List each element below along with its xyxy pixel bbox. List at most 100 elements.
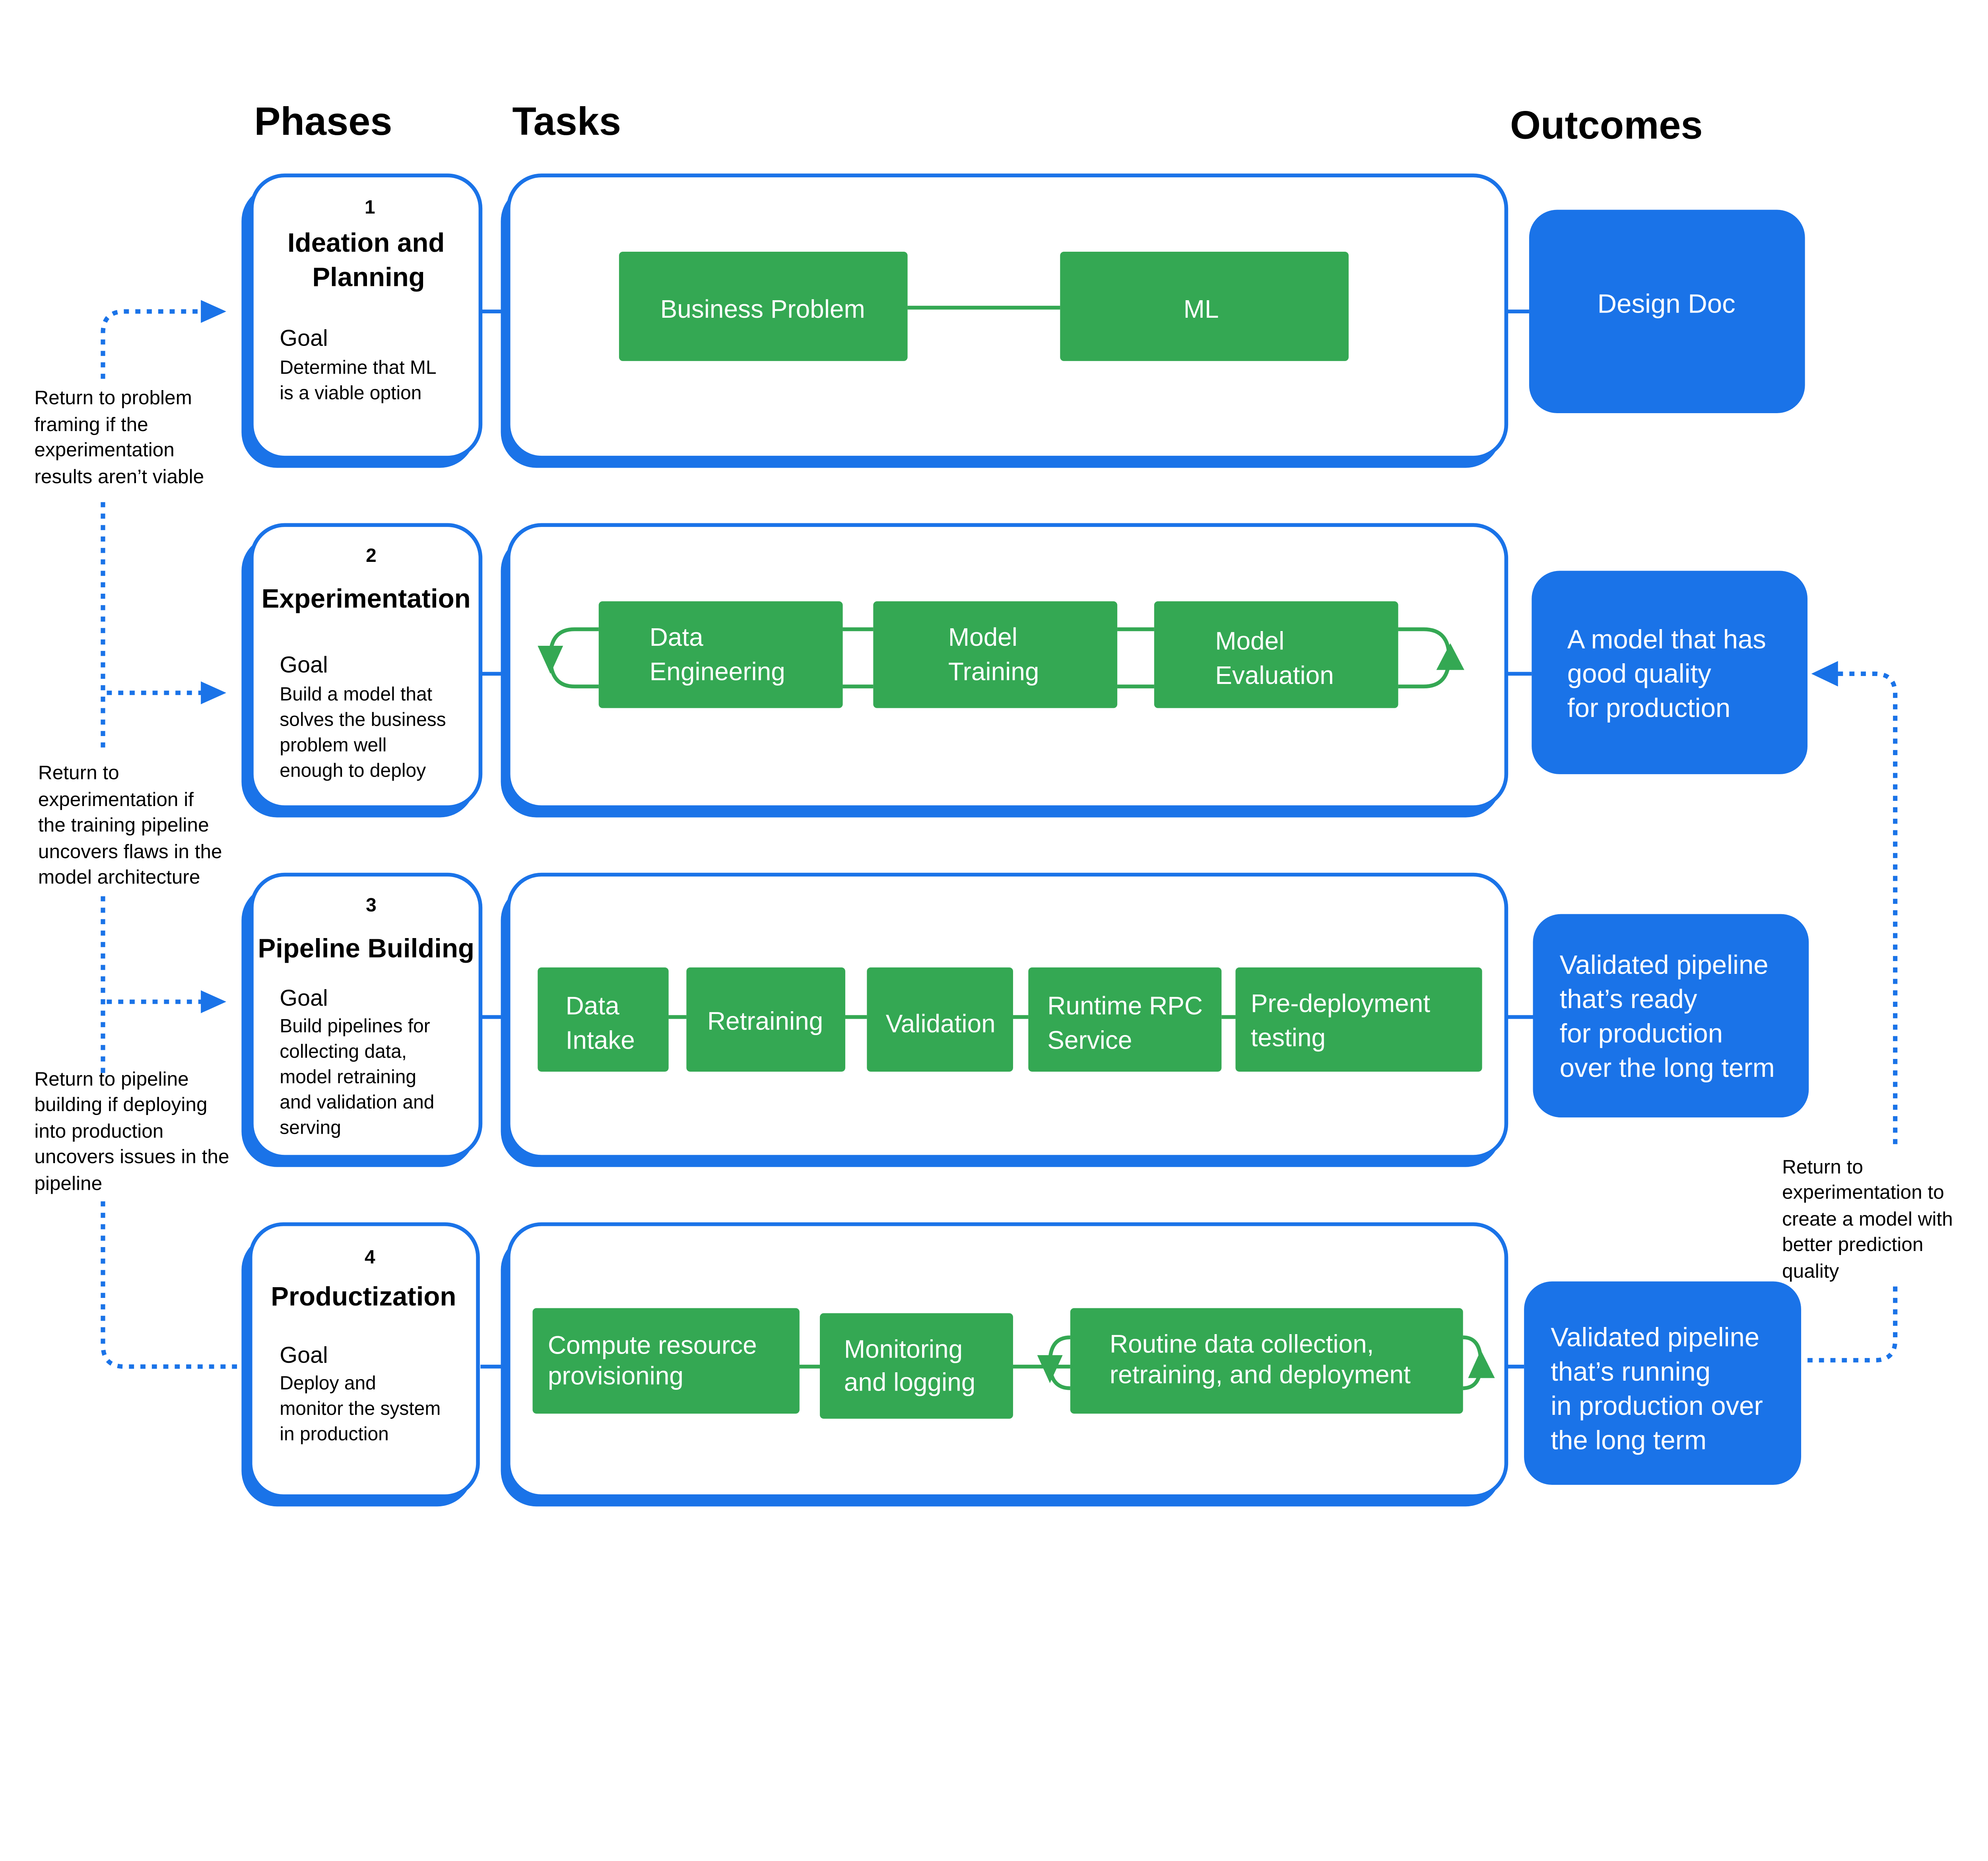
goal-text: Deploy and <box>280 1373 376 1394</box>
goal-text: model retraining <box>280 1066 416 1088</box>
task-label: Runtime RPC <box>1047 991 1203 1020</box>
note-line: Return to <box>1782 1156 1863 1178</box>
note-line: building if deploying <box>34 1093 207 1115</box>
task-box: Pre-deployment testing <box>1235 967 1482 1072</box>
task-label: ML <box>1184 295 1219 323</box>
outcome-text: the long term <box>1551 1425 1706 1455</box>
arrow-up-icon <box>1436 643 1464 670</box>
outcome-text: in production over <box>1551 1391 1763 1421</box>
goal-text: enough to deploy <box>280 760 426 781</box>
phases-header: Phases <box>254 99 392 144</box>
outcome-text: Design Doc <box>1598 289 1736 319</box>
goal-text: Build a model that <box>280 684 432 705</box>
outcome-box: A model that has good quality for produc… <box>1532 571 1808 774</box>
goal-text: problem well <box>280 734 386 756</box>
phase-title: Experimentation <box>262 584 471 614</box>
task-label: Compute resource <box>548 1331 757 1360</box>
task-label: Data <box>650 623 703 651</box>
note-line: experimentation if <box>38 788 194 810</box>
arrow-right-icon <box>201 990 227 1013</box>
task-box: Data Intake <box>538 967 669 1072</box>
note-line: quality <box>1782 1260 1839 1282</box>
task-label: Business Problem <box>660 295 865 323</box>
task-label: Intake <box>566 1026 635 1054</box>
feedback-note-1: Return to problem framing if the experim… <box>34 387 204 488</box>
goal-text: is a viable option <box>280 383 421 404</box>
note-line: uncovers issues in the <box>34 1145 229 1167</box>
note-line: create a model with <box>1782 1208 1953 1230</box>
arrow-left-icon <box>1811 661 1838 687</box>
task-label: testing <box>1251 1023 1326 1052</box>
note-line: Return to pipeline <box>34 1068 188 1090</box>
feedback-arrows <box>101 309 1898 1369</box>
note-line: Return to problem <box>34 387 192 409</box>
task-label: Model <box>948 623 1017 651</box>
outcome-text: A model that has <box>1567 624 1766 654</box>
arrow-up-icon <box>1468 1350 1495 1378</box>
arrow-down-icon <box>1037 1355 1063 1383</box>
goal-text: Determine that ML <box>280 357 436 378</box>
phase-title: Planning <box>312 262 425 292</box>
task-label: and logging <box>844 1368 976 1396</box>
task-box: Business Problem <box>619 251 908 361</box>
feedback-line-from-outcome-4 <box>1807 1286 1898 1363</box>
note-line: better prediction <box>1782 1233 1923 1255</box>
note-line: results aren’t viable <box>34 465 204 488</box>
phase-number: 1 <box>365 197 375 218</box>
arrow-right-icon <box>201 681 227 705</box>
task-box: Runtime RPC Service <box>1028 967 1222 1072</box>
phase-number: 4 <box>365 1247 375 1268</box>
task-containers <box>501 173 1508 1507</box>
task-label: provisioning <box>548 1361 683 1390</box>
outcome-text: that’s running <box>1551 1357 1710 1387</box>
note-line: the training pipeline <box>38 814 209 836</box>
outcome-box: Validated pipeline that’s ready for prod… <box>1533 914 1809 1118</box>
outcome-text: for production <box>1567 693 1730 723</box>
task-label: Retraining <box>707 1007 823 1035</box>
goal-text: Build pipelines for <box>280 1016 430 1037</box>
phase-title: Productization <box>271 1282 456 1311</box>
goal-label: Goal <box>280 1342 328 1368</box>
phase-title: Pipeline Building <box>258 933 474 963</box>
goal-text: serving <box>280 1117 341 1138</box>
task-box: Model Training <box>873 601 1118 708</box>
task-label: retraining, and deployment <box>1110 1360 1411 1389</box>
outcome-text: Validated pipeline <box>1551 1323 1759 1352</box>
task-box: Validation <box>867 967 1013 1072</box>
task-box: ML <box>1060 251 1349 361</box>
goal-text: solves the business <box>280 709 446 730</box>
outcome-text: that’s ready <box>1560 984 1697 1014</box>
goal-label: Goal <box>280 985 328 1011</box>
phase-box-1: 1 Ideation and Planning Goal Determine t… <box>241 173 483 468</box>
task-box: Routine data collection, retraining, and… <box>1070 1308 1463 1414</box>
note-line: model architecture <box>38 866 200 888</box>
outcome-text: over the long term <box>1560 1053 1775 1083</box>
note-line: uncovers flaws in the <box>38 840 222 863</box>
task-box: Retraining <box>686 967 845 1072</box>
task-label: Validation <box>886 1009 996 1038</box>
note-line: experimentation to <box>1782 1181 1944 1203</box>
feedback-note-4: Return to experimentation to create a mo… <box>1782 1156 1953 1282</box>
outcome-box: Validated pipeline that’s running in pro… <box>1524 1281 1802 1485</box>
phase-number: 2 <box>366 545 377 566</box>
task-label: Routine data collection, <box>1110 1330 1374 1358</box>
feedback-arrow-to-phase-1 <box>101 309 204 379</box>
feedback-note-3: Return to pipeline building if deploying… <box>34 1068 229 1194</box>
note-line: Return to <box>38 761 119 784</box>
task-label: Data <box>566 991 619 1020</box>
phase-box-4: 4 Productization Goal Deploy and monitor… <box>241 1222 480 1507</box>
note-line: framing if the <box>34 413 148 435</box>
task-label: Service <box>1047 1026 1132 1054</box>
phase-box-3: 3 Pipeline Building Goal Build pipelines… <box>241 872 483 1167</box>
outcome-text: for production <box>1560 1018 1723 1048</box>
goal-text: in production <box>280 1424 389 1445</box>
feedback-arrow-to-outcome-2 <box>1837 671 1898 1144</box>
task-label: Engineering <box>650 657 785 686</box>
task-box: Monitoring and logging <box>820 1313 1013 1419</box>
phase-number: 3 <box>366 895 377 916</box>
goal-label: Goal <box>280 326 328 351</box>
feedback-line-from-phase-4 <box>101 1201 239 1369</box>
note-line: pipeline <box>34 1172 102 1194</box>
phase-title: Ideation and <box>287 228 445 258</box>
note-line: into production <box>34 1120 163 1142</box>
